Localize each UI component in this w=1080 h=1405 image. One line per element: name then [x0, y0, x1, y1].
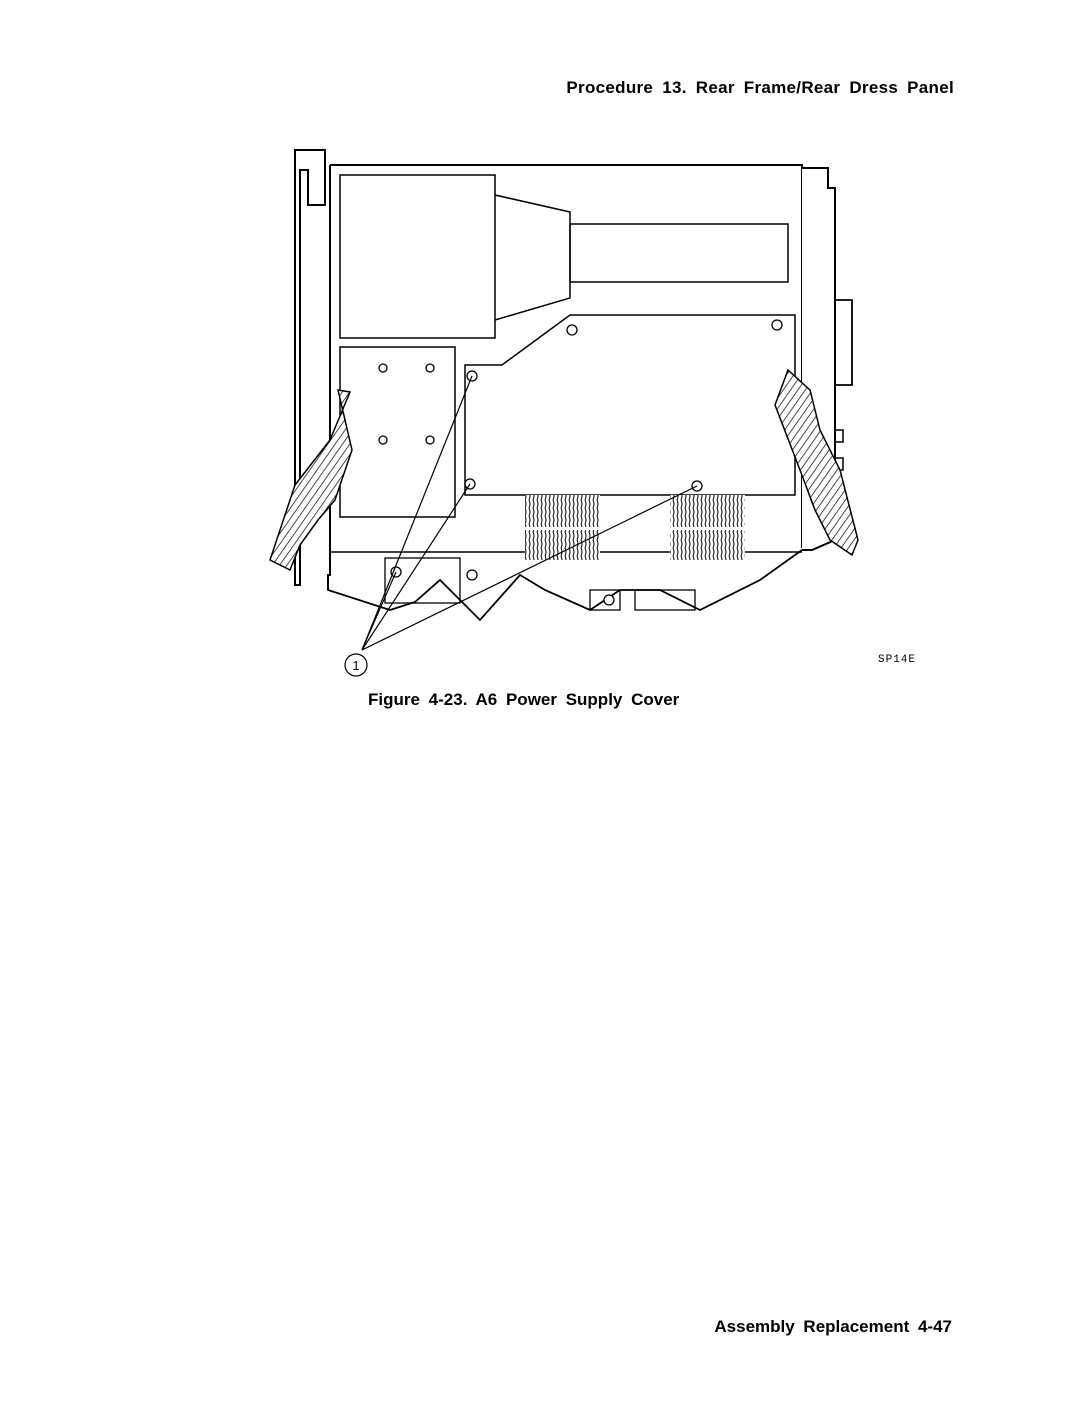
right-ribbon-cable: [774, 368, 859, 557]
screw-icon: [603, 594, 615, 606]
coil-lower-left: [525, 530, 600, 560]
transformer-neck: [494, 194, 571, 321]
transformer-tube: [569, 223, 789, 283]
callout-leaders: [361, 375, 698, 651]
lower-bracket-right: [634, 589, 696, 611]
rear-connector-upper: [834, 429, 844, 443]
screw-icon: [378, 435, 388, 445]
screw-icon: [566, 324, 578, 336]
power-supply-cover: [464, 314, 796, 496]
screw-icon: [378, 363, 388, 373]
drawing-code: SP14E: [878, 654, 916, 666]
rear-panel-bracket: [835, 299, 853, 386]
left-ribbon-cable: [269, 389, 353, 572]
screw-icon: [425, 435, 435, 445]
callout-number: 1: [352, 658, 359, 673]
screw-icon: [425, 363, 435, 373]
coil-upper-left: [525, 495, 600, 527]
coil-lower-right: [670, 530, 745, 560]
power-supply-cover-figure: 1 SP14E: [240, 140, 960, 680]
figure-caption: Figure 4-23. A6 Power Supply Cover: [368, 690, 680, 709]
lower-bracket-mid: [589, 589, 621, 611]
callout-marker: [344, 653, 368, 677]
chassis-left-edge: [327, 165, 331, 590]
screw-icon: [771, 319, 783, 331]
left-board: [339, 346, 456, 518]
screw-icon: [466, 569, 478, 581]
assembly-drawing: 1 SP14E: [269, 149, 916, 677]
page-footer: Assembly Replacement 4-47: [714, 1317, 952, 1336]
transformer-housing: [339, 174, 496, 339]
coil-upper-right: [670, 495, 745, 527]
chassis-top-edge: [330, 164, 803, 548]
cutaway-edge: [327, 549, 803, 622]
section-title: Procedure 13. Rear Frame/Rear Dress Pane…: [566, 78, 954, 97]
